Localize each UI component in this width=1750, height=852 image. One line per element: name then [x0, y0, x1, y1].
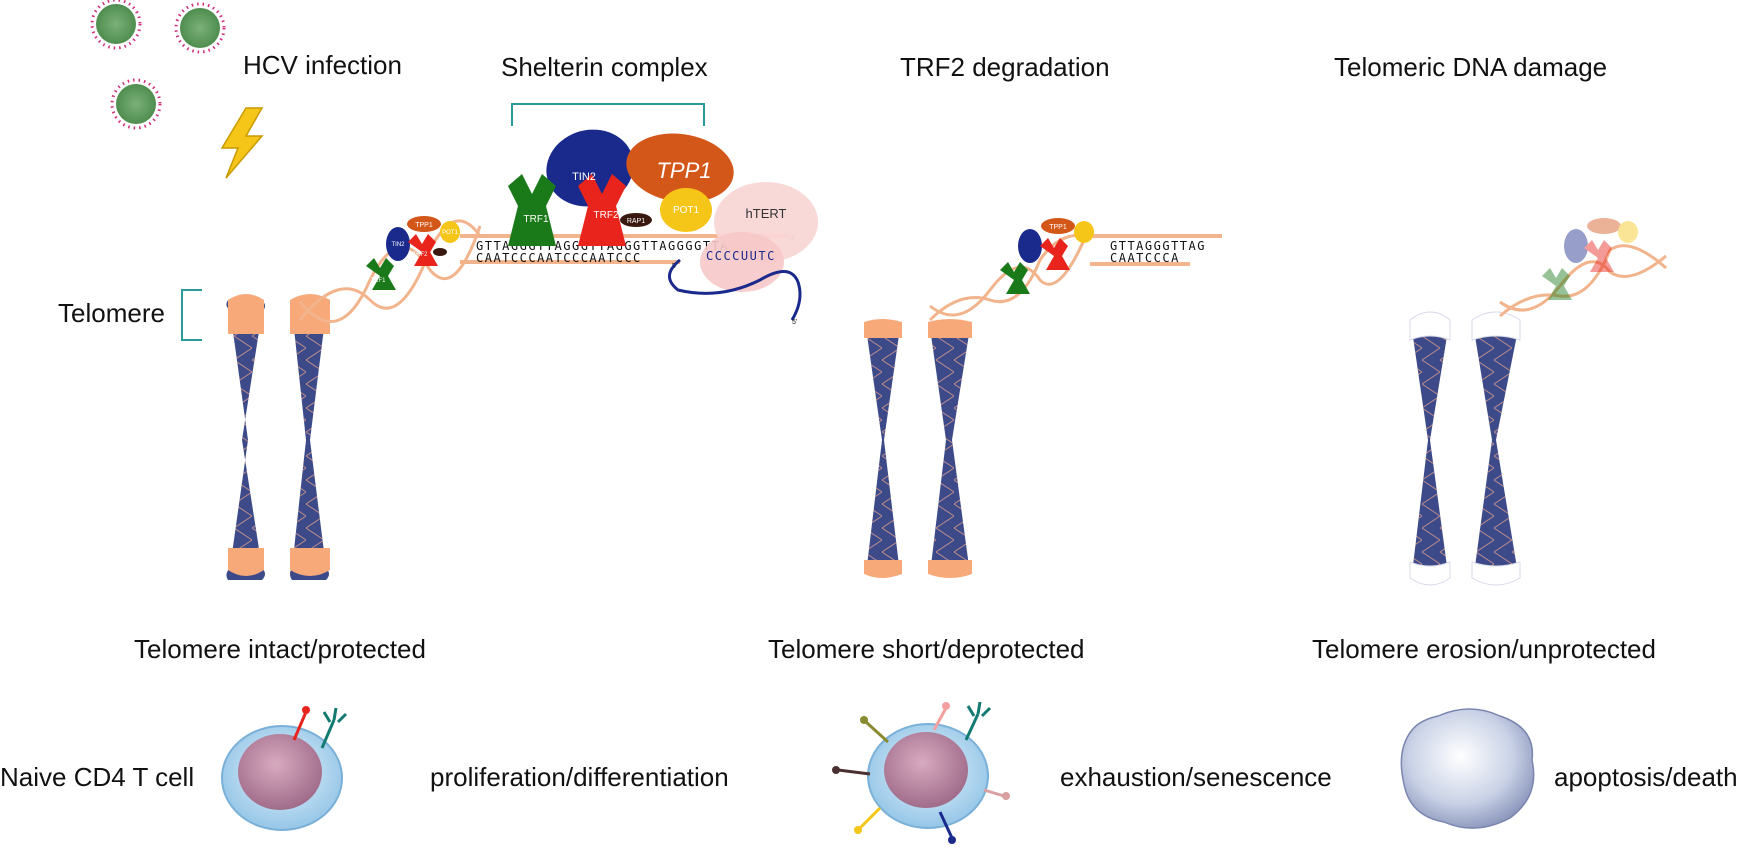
- exhausted-t-cell: [832, 701, 1010, 844]
- trf2-label: TRF2: [594, 210, 619, 221]
- apoptosis-label: apoptosis/death: [1554, 762, 1738, 792]
- rap1-label: RAP1: [627, 218, 645, 225]
- shelterin-large: TIN2 TPP1 TRF1 TRF2 POT1 RAP1: [508, 129, 734, 246]
- tpp1-medium-label: TPP1: [1049, 224, 1067, 231]
- shelterin-faded: [1542, 218, 1638, 300]
- state-erosion-label: Telomere erosion/unprotected: [1312, 634, 1656, 664]
- tin2-label: TIN2: [572, 171, 596, 183]
- heading-hcv-infection: HCV infection: [243, 50, 402, 80]
- telomere-label: Telomere: [58, 298, 165, 328]
- naive-t-cell: [221, 706, 348, 831]
- chromosome-short: [864, 319, 972, 578]
- telomere-cap: [290, 548, 330, 576]
- heading-shelterin-complex: Shelterin complex: [501, 52, 708, 82]
- htert-label: hTERT: [746, 206, 787, 221]
- trf1-small-label: TRF1: [371, 278, 387, 284]
- telomere-cap: [228, 548, 264, 576]
- telomere-cap: [864, 319, 902, 338]
- state-short-label: Telomere short/deprotected: [768, 634, 1085, 664]
- tpp1-small-label: TPP1: [415, 222, 433, 229]
- rna-template-sequence: CCCCUUTC: [706, 249, 776, 263]
- short-top-sequence: GTTAGGGTTAG: [1110, 239, 1206, 253]
- heading-telomeric-dna-damage: Telomeric DNA damage: [1334, 52, 1608, 82]
- state-intact-label: Telomere intact/protected: [134, 634, 426, 664]
- trf2-small-label: TRF2: [413, 252, 429, 258]
- exhaustion-label: exhaustion/senescence: [1060, 762, 1332, 792]
- shelterin-small: TPP1 TIN2 TRF2 TRF1 POT1: [366, 216, 460, 290]
- bottom-strand-sequence: CAATCCCAATCCCAATCCC: [476, 251, 642, 265]
- dna-helix-eroded: [1499, 244, 1667, 318]
- lightning-icon: [220, 107, 264, 179]
- htert-complex: CCCCUUTC hTERT 5': [668, 182, 818, 326]
- tpp1-label: TPP1: [656, 158, 711, 183]
- virus-icon: [110, 78, 162, 130]
- naive-cell-label: Naive CD4 T cell: [0, 762, 195, 792]
- tin2-small-label: TIN2: [391, 242, 405, 248]
- trf1-label: TRF1: [524, 214, 549, 225]
- pot1-small-label: POT1: [442, 230, 458, 236]
- telomere-cap: [864, 560, 902, 578]
- telomere-cap: [228, 294, 264, 334]
- shelterin-bracket: [511, 103, 705, 126]
- heading-trf2-degradation: TRF2 degradation: [900, 52, 1110, 82]
- virus-icon: [90, 0, 142, 50]
- telomere-cap: [928, 560, 972, 578]
- proliferation-label: proliferation/differentiation: [430, 762, 729, 792]
- apoptotic-cell: [1400, 708, 1535, 829]
- chromosome-eroded: [1409, 311, 1521, 586]
- short-bottom-sequence: CAATCCCA: [1110, 251, 1180, 265]
- chromosome-intact: [226, 294, 330, 580]
- hcv-viruses: [90, 0, 226, 130]
- shelterin-medium: TPP1: [1000, 218, 1094, 294]
- virus-icon: [174, 2, 226, 54]
- rna-5prime-label: 5': [792, 319, 797, 326]
- pot1-label: POT1: [673, 205, 700, 216]
- telomere-bracket: [181, 289, 202, 341]
- telomere-cap: [928, 319, 972, 338]
